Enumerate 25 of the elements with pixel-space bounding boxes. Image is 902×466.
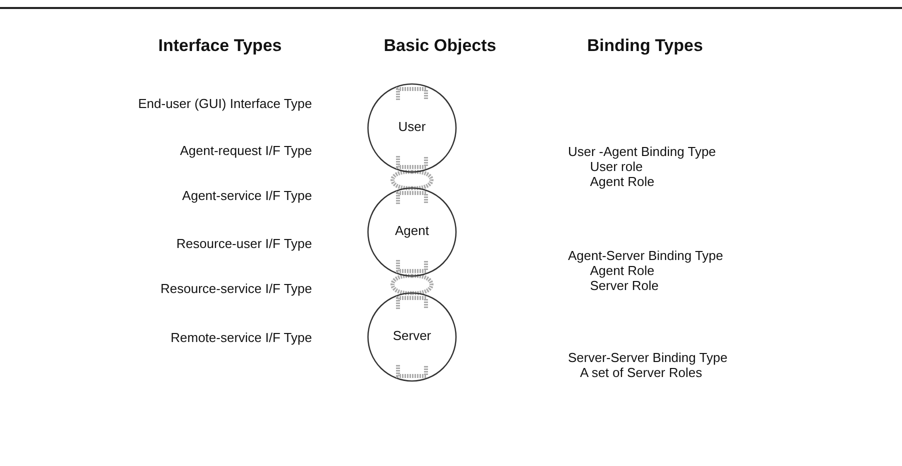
interface-type-label: Resource-service I/F Type [160,281,312,296]
object-circle [367,292,457,382]
interface-type-label: Agent-request I/F Type [180,143,312,158]
object-label: User [397,119,427,135]
column-heading: Binding Types [587,36,703,56]
interface-type-label: End-user (GUI) Interface Type [138,96,312,111]
interface-type-label: Resource-user I/F Type [176,236,312,251]
binding-type-label: Server-Server Binding Type [568,350,728,365]
binding-type-label: User role [590,159,643,174]
binding-type-label: User -Agent Binding Type [568,144,716,159]
binding-type-label: Agent Role [590,174,654,189]
binding-type-label: Agent-Server Binding Type [568,248,724,263]
interface-type-label: Remote-service I/F Type [170,330,312,345]
binding-link [390,274,434,296]
object-circle [367,187,457,277]
object-label: Agent [394,223,430,239]
binding-link [390,170,434,190]
column-heading: Basic Objects [384,36,496,56]
interface-type-label: Agent-service I/F Type [182,188,312,203]
binding-type-label: A set of Server Roles [580,365,702,380]
binding-type-label: Agent Role [590,263,654,278]
object-label: Server [392,328,432,344]
binding-type-label: Server Role [590,278,659,293]
column-heading: Interface Types [158,36,282,56]
object-circle [367,83,457,173]
